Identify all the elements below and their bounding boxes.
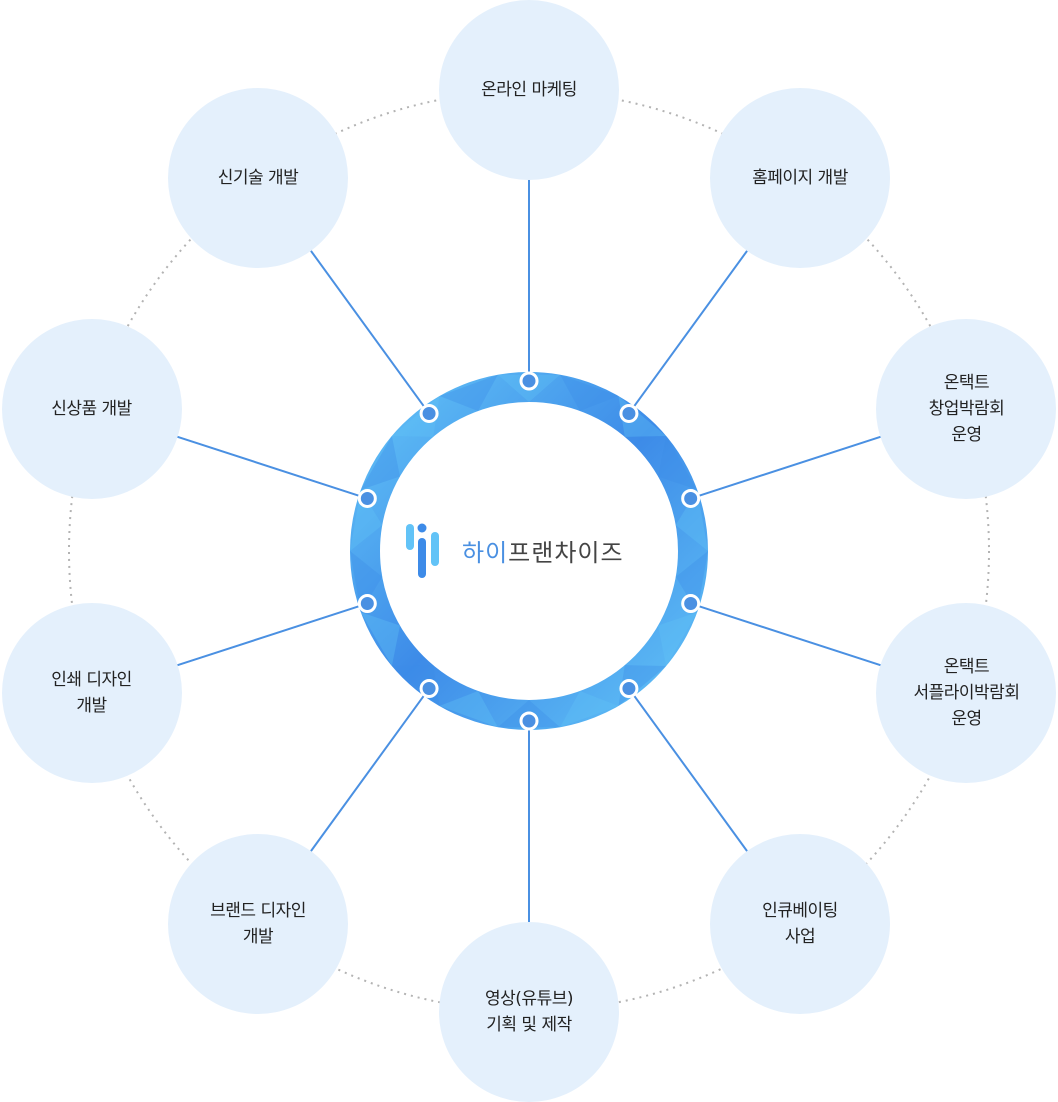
connector-dot-incubating bbox=[619, 679, 639, 699]
connector-dot-brand-design bbox=[419, 679, 439, 699]
connector-lines bbox=[176, 180, 882, 922]
node-label: 홈페이지 개발 bbox=[752, 168, 848, 189]
node-label: 온택트 서플라이박람회 운영 bbox=[913, 657, 1020, 730]
node-new-product-dev: 신상품 개발 bbox=[1, 318, 182, 499]
node-video-youtube: 영상(유튜브) 기획 및 제작 bbox=[439, 922, 619, 1102]
node-untact-startup-expo: 온택트 창업박람회 운영 bbox=[876, 318, 1057, 499]
connector-dot-online-marketing bbox=[519, 371, 539, 391]
node-homepage-dev: 홈페이지 개발 bbox=[709, 88, 890, 269]
node-new-tech-dev: 신기술 개발 bbox=[168, 88, 349, 269]
node-online-marketing: 온라인 마케팅 bbox=[439, 0, 619, 180]
node-label: 온택트 창업박람회 운영 bbox=[928, 372, 1005, 445]
hub-brand-logo: 하이프랜차이즈 bbox=[404, 518, 664, 582]
connector-line-new-tech-dev bbox=[310, 250, 425, 407]
connector-dot-video-youtube bbox=[519, 711, 539, 731]
connector-dot-new-tech-dev bbox=[419, 403, 439, 423]
connector-line-incubating bbox=[633, 695, 748, 852]
hub-ring bbox=[350, 372, 708, 730]
connector-line-untact-startup-expo bbox=[698, 435, 882, 497]
connector-dot-untact-supply-expo bbox=[681, 594, 701, 614]
brand-name: 하이프랜차이즈 bbox=[462, 533, 624, 568]
brand-name-part1: 하이 bbox=[462, 538, 509, 567]
connector-dot-new-product-dev bbox=[357, 488, 377, 508]
node-label: 인쇄 디자인 개발 bbox=[51, 670, 132, 717]
node-label: 온라인 마케팅 bbox=[481, 80, 577, 100]
connector-line-untact-supply-expo bbox=[698, 605, 882, 667]
node-print-design: 인쇄 디자인 개발 bbox=[1, 603, 182, 784]
brand-bars-icon bbox=[404, 518, 450, 582]
node-untact-supply-expo: 온택트 서플라이박람회 운영 bbox=[876, 603, 1057, 784]
node-brand-design: 브랜드 디자인 개발 bbox=[168, 833, 349, 1014]
connector-line-print-design bbox=[176, 605, 360, 667]
node-label: 인큐베이팅 사업 bbox=[762, 900, 838, 947]
node-label: 영상(유튜브) 기획 및 제작 bbox=[485, 989, 573, 1035]
brand-name-part2: 프랜차이즈 bbox=[508, 538, 624, 567]
connector-dot-homepage-dev bbox=[619, 403, 639, 423]
connector-line-new-product-dev bbox=[176, 435, 360, 497]
node-incubating: 인큐베이팅 사업 bbox=[709, 833, 890, 1014]
connector-dots bbox=[357, 371, 701, 731]
connector-line-homepage-dev bbox=[633, 250, 748, 407]
connector-line-brand-design bbox=[310, 695, 425, 852]
node-label: 신기술 개발 bbox=[217, 168, 299, 189]
connector-dot-untact-startup-expo bbox=[681, 488, 701, 508]
connector-dot-print-design bbox=[357, 594, 377, 614]
node-label: 신상품 개발 bbox=[51, 398, 132, 419]
node-label: 브랜드 디자인 개발 bbox=[210, 900, 306, 947]
